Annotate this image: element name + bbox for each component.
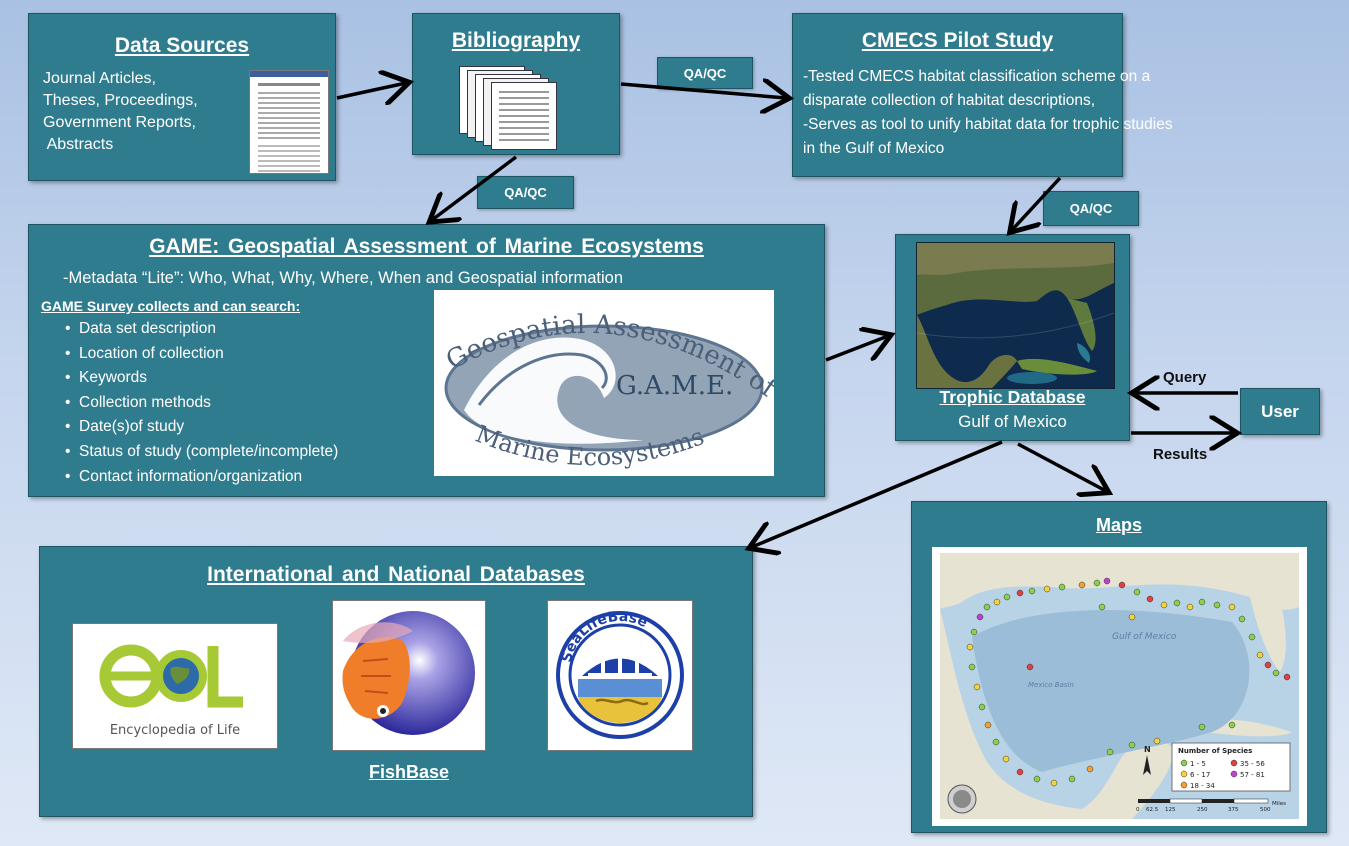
gulf-satellite-svg bbox=[917, 243, 1114, 388]
legend-item: 1 - 5 bbox=[1190, 760, 1206, 768]
fishbase-caption[interactable]: FishBase bbox=[368, 762, 450, 782]
cmecs-description: -Tested CMECS habitat classification sch… bbox=[803, 65, 1173, 161]
game-logo: Geospatial Assessment of G.A.M.E. Marine… bbox=[434, 290, 774, 476]
bibliography-box: Bibliography bbox=[412, 13, 620, 155]
north-arrow-icon: N bbox=[1143, 745, 1151, 775]
maps-title: Maps bbox=[1095, 515, 1142, 535]
eol-caption: Encyclopedia of Life bbox=[110, 723, 240, 738]
survey-item: Status of study (complete/incomplete) bbox=[65, 440, 338, 465]
game-survey-list: Data set description Location of collect… bbox=[59, 317, 338, 489]
trophic-database-box: Trophic Database Gulf of Mexico bbox=[895, 234, 1130, 441]
map-water-label: Gulf of Mexico bbox=[1112, 632, 1177, 642]
survey-item: Date(s)of study bbox=[65, 415, 338, 440]
fishbase-logo-svg bbox=[342, 611, 475, 735]
data-sources-list: Journal Articles, Theses, Proceedings, G… bbox=[43, 68, 198, 156]
data-sources-title: Data Sources bbox=[114, 34, 250, 57]
map-legend: Number of Species 1 - 5 35 - 56 6 - 17 5… bbox=[1171, 742, 1291, 792]
survey-item: Data set description bbox=[65, 317, 338, 342]
results-label: Results bbox=[1153, 446, 1208, 463]
legend-item: 57 - 81 bbox=[1240, 771, 1265, 779]
query-label: Query bbox=[1163, 369, 1207, 386]
survey-item: Keywords bbox=[65, 366, 338, 391]
legend-item: 18 - 34 bbox=[1190, 782, 1215, 790]
svg-text:Miles: Miles bbox=[1272, 801, 1286, 807]
cmecs-box: CMECS Pilot Study -Tested CMECS habitat … bbox=[792, 13, 1173, 177]
game-survey-label: GAME Survey collects and can search: bbox=[41, 298, 301, 314]
species-map: Gulf of Mexico Mexico Basin bbox=[932, 547, 1307, 826]
species-points bbox=[966, 577, 1291, 787]
cmecs-line: in the Gulf of Mexico bbox=[803, 140, 945, 157]
gulf-satellite-map bbox=[916, 242, 1115, 389]
bibliography-title: Bibliography bbox=[451, 29, 581, 52]
data-sources-box: Data Sources Journal Articles, Theses, P… bbox=[28, 13, 336, 181]
cmecs-line: -Tested CMECS habitat classification sch… bbox=[803, 68, 1151, 85]
data-source-item: Theses, Proceedings, bbox=[43, 92, 198, 109]
user-label: User bbox=[1261, 401, 1299, 421]
arrow-trophic-to-maps bbox=[1017, 442, 1106, 491]
game-title: GAME: Geospatial Assessment of Marine Ec… bbox=[149, 235, 704, 258]
data-source-item: Journal Articles, bbox=[43, 70, 156, 87]
svg-text:0: 0 bbox=[1136, 807, 1140, 813]
data-source-item: Government Reports, bbox=[43, 114, 196, 131]
arrow-game-to-trophic bbox=[825, 336, 888, 362]
arrow-sources-to-bibliography bbox=[336, 83, 406, 98]
legend-item: 6 - 17 bbox=[1190, 771, 1210, 779]
survey-item: Collection methods bbox=[65, 391, 338, 416]
game-subtitle: -Metadata “Lite”: Who, What, Why, Where,… bbox=[63, 269, 624, 287]
eol-logo-svg: Encyclopedia of Life bbox=[99, 644, 243, 738]
document-thumbnail-icon bbox=[249, 70, 329, 174]
eol-logo: Encyclopedia of Life bbox=[72, 623, 278, 749]
user-box[interactable]: User bbox=[1240, 388, 1320, 435]
data-source-item: Abstracts bbox=[43, 136, 114, 153]
map-scale-bar: 0 62.5 125 250 375 500 Miles bbox=[1136, 798, 1286, 813]
trophic-database-title: Trophic Database bbox=[939, 387, 1086, 407]
game-box: GAME: Geospatial Assessment of Marine Ec… bbox=[28, 224, 825, 497]
cmecs-line: disparate collection of habitat descript… bbox=[803, 92, 1096, 109]
survey-item: Location of collection bbox=[65, 342, 338, 367]
fishbase-logo bbox=[332, 600, 486, 751]
qa-qc-tag: QA/QC bbox=[477, 176, 574, 209]
svg-text:500: 500 bbox=[1260, 807, 1271, 813]
qa-qc-tag: QA/QC bbox=[657, 57, 753, 89]
species-map-svg: Gulf of Mexico Mexico Basin bbox=[940, 553, 1299, 819]
databases-title: International and National Databases bbox=[207, 563, 585, 586]
sealifebase-logo-svg: SeaLifeBase bbox=[556, 609, 684, 739]
maps-box: Maps Gulf of Mexico Mexico Basin bbox=[911, 501, 1327, 833]
cmecs-line: -Serves as tool to unify habitat data fo… bbox=[803, 116, 1173, 133]
svg-text:62.5: 62.5 bbox=[1146, 807, 1159, 813]
svg-text:250: 250 bbox=[1197, 807, 1208, 813]
document-stack-icon bbox=[459, 66, 569, 151]
databases-box: International and National Databases Enc… bbox=[39, 546, 753, 817]
cmecs-title: CMECS Pilot Study bbox=[861, 29, 1054, 52]
svg-text:375: 375 bbox=[1228, 807, 1239, 813]
trophic-database-subtitle: Gulf of Mexico bbox=[958, 412, 1067, 431]
survey-item: Contact information/organization bbox=[65, 465, 338, 490]
legend-title: Number of Species bbox=[1178, 747, 1252, 755]
svg-text:125: 125 bbox=[1165, 807, 1176, 813]
legend-item: 35 - 56 bbox=[1240, 760, 1265, 768]
game-logo-svg: Geospatial Assessment of G.A.M.E. Marine… bbox=[441, 310, 774, 471]
game-logo-center-text: G.A.M.E. bbox=[616, 371, 733, 401]
sealifebase-logo: SeaLifeBase bbox=[547, 600, 693, 751]
map-basin-label: Mexico Basin bbox=[1028, 681, 1074, 689]
qa-qc-tag: QA/QC bbox=[1043, 191, 1139, 226]
svg-text:N: N bbox=[1144, 745, 1151, 754]
